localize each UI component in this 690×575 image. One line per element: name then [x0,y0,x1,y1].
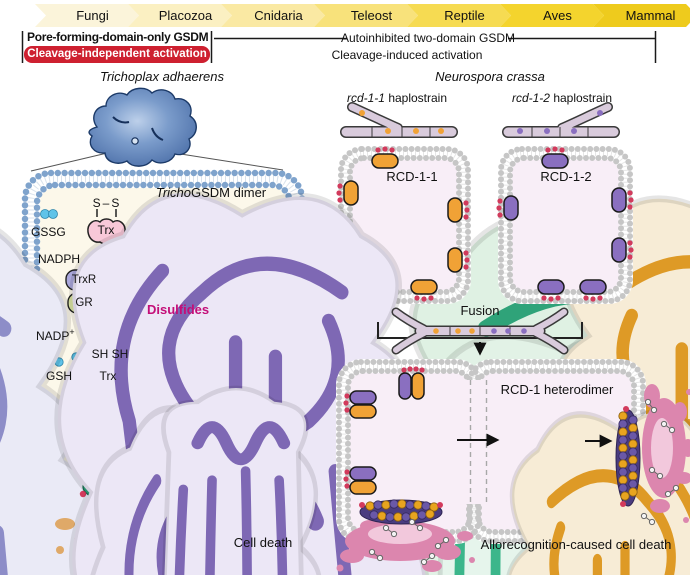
activation-badge: Cleavage-independent activation [24,46,210,63]
species-neurospora: Neurospora crassa [435,69,545,84]
rcd-1-2-label: RCD-1-2 [540,169,592,184]
trx-reduced-label: Trx [99,369,117,383]
trx-oxidized-label: Trx [97,223,115,237]
gssg-label: GSSG [31,225,66,239]
rcd-1-1-label: RCD-1-1 [386,169,438,184]
fused-hypha [391,307,569,355]
released-lipids-right [368,398,680,566]
taxon-label: Fungi [76,8,109,23]
nadph-label: NADPH [38,252,81,266]
zoom-callout-dot [131,137,139,145]
trxr-label: TrxR [71,274,97,286]
gsh-label: GSH [46,369,73,383]
taxon-label: Aves [543,8,572,23]
dimer-title-italic: Tricho [155,185,192,200]
dimer-title: TrichoGSDM dimer [155,185,267,200]
rcd-1-2-membrane-complexes [496,146,634,302]
left-domain-label: Pore-forming-domain-only GSDM [27,30,209,44]
taxon-label: Cnidaria [254,8,303,23]
taxon-label: Placozoa [158,8,213,23]
hypha-rcd-1-1 [340,102,458,138]
hypha-rcd-1-2 [502,102,620,138]
nadp-sup: + [69,327,75,337]
heteromeric-pore-bottom [359,499,443,525]
thiols-label: SH SH [91,347,129,361]
taxon-chevron-aves: Aves [500,4,604,27]
strain1-rest: haplostrain [384,91,448,105]
right-activation-label: Cleavage-induced activation [331,48,483,62]
cell-death-label: Cell death [233,535,293,550]
fusion-label: Fusion [460,303,500,318]
trichoplax-organism [30,87,284,172]
taxon-label: Teleost [350,8,393,23]
strain2-gene: rcd-1-2 [511,91,550,105]
disulfides-label: Disulfides [147,302,210,317]
nadp-text: NADP [36,329,70,343]
taxon-label: Mammal [625,8,676,23]
strain1-label: rcd-1-1 haplostrain [346,91,448,105]
species-trichoplax: Trichoplax adhaerens [99,69,225,84]
dimer-title-rest: GSDM dimer [191,185,267,200]
strain2-label: rcd-1-2 haplostrain [511,91,613,105]
gr-label: GR [75,297,93,309]
nadp-label: NADP+ [36,327,75,343]
taxon-chevron-fungi: Fungi [35,4,139,27]
taxon-chevron-placozoa: Placozoa [128,4,232,27]
taxon-chevron-mammal: Mammal [593,4,690,27]
right-domain-label: Autoinhibited two-domain GSDM [340,31,516,45]
taxa-timeline: Fungi Placozoa Cnidaria Teleost Reptile Aves M… [35,4,690,27]
heterodimer-label: RCD-1 heterodimer [500,382,614,397]
strain1-gene: rcd-1-1 [346,91,385,105]
annotation-brackets [21,31,657,63]
strain2-rest: haplostrain [549,91,613,105]
splash-right [642,384,690,523]
disulfide-bond-label: S–S [92,196,122,210]
fusion-bracket [377,322,583,339]
taxon-chevron-cnidaria: Cnidaria [221,4,325,27]
taxon-chevron-reptile: Reptile [407,4,511,27]
allorecognition-death-label: Allorecognition-caused cell death [480,537,672,552]
heteromeric-pore-right [615,406,641,507]
taxon-label: Reptile [444,8,485,23]
taxon-chevron-teleost: Teleost [314,4,418,27]
